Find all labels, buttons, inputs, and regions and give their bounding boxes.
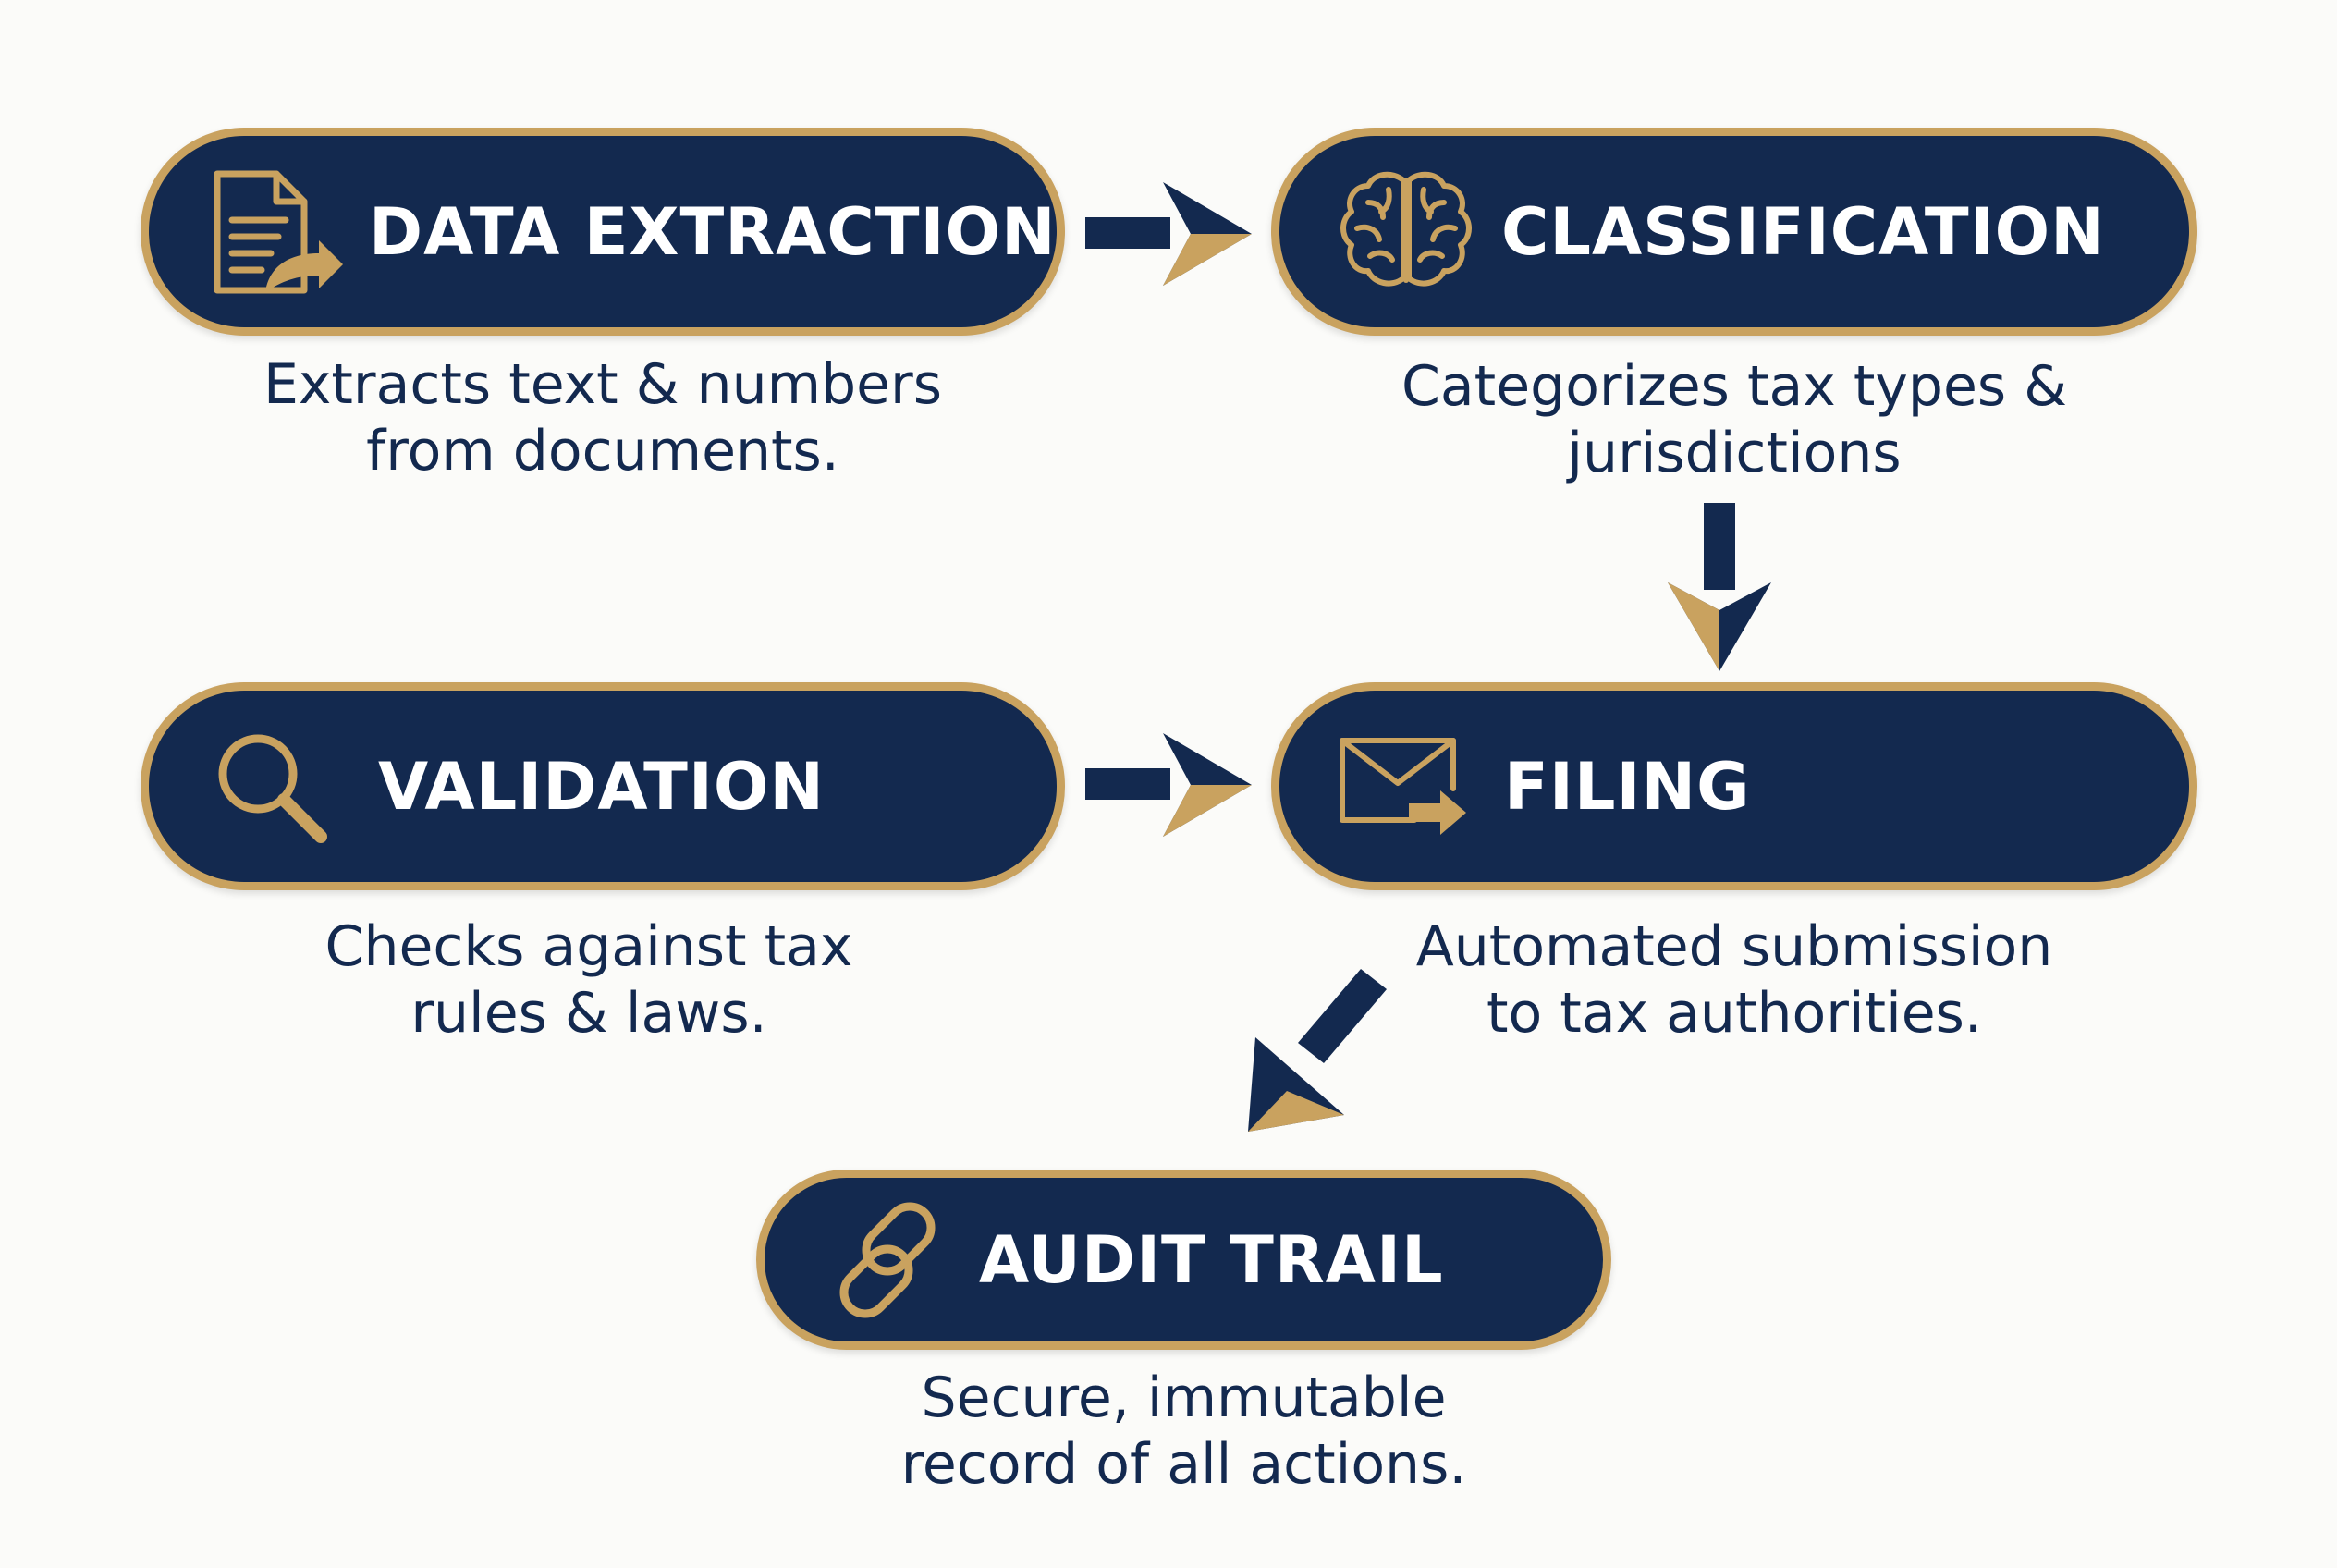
arrow-down-icon	[1668, 503, 1771, 671]
step-title: VALIDATION	[378, 748, 825, 825]
arrow-right-icon	[1085, 733, 1252, 837]
arrow-right-icon	[1085, 182, 1252, 286]
step-description: Extracts text & numbers from documents.	[263, 352, 942, 484]
step-title: CLASSIFICATION	[1501, 193, 2106, 270]
step-title: DATA EXTRACTION	[369, 193, 1057, 270]
document-export-icon	[214, 170, 343, 293]
step-description: Secure, immutable record of all actions.	[900, 1366, 1467, 1497]
step-title: FILING	[1504, 748, 1751, 825]
brain-icon	[1340, 171, 1472, 287]
step-description: Automated submission to tax authorities.	[1415, 914, 2053, 1046]
step-description: Checks against tax rules & laws.	[324, 914, 853, 1046]
step-description: Categorizes tax types & jurisdictions	[1401, 354, 2067, 485]
step-audit-trail: AUDIT TRAIL	[756, 1170, 1611, 1350]
step-filing: FILING	[1271, 682, 2197, 890]
envelope-send-icon	[1340, 737, 1466, 835]
chain-link-icon	[839, 1201, 936, 1318]
step-classification: CLASSIFICATION	[1271, 128, 2197, 336]
step-title: AUDIT TRAIL	[979, 1221, 1444, 1298]
magnifier-icon	[218, 734, 327, 843]
step-data-extraction: DATA EXTRACTION	[141, 128, 1065, 336]
arrow-diagonal-icon	[1248, 969, 1387, 1132]
step-validation: VALIDATION	[141, 682, 1065, 890]
